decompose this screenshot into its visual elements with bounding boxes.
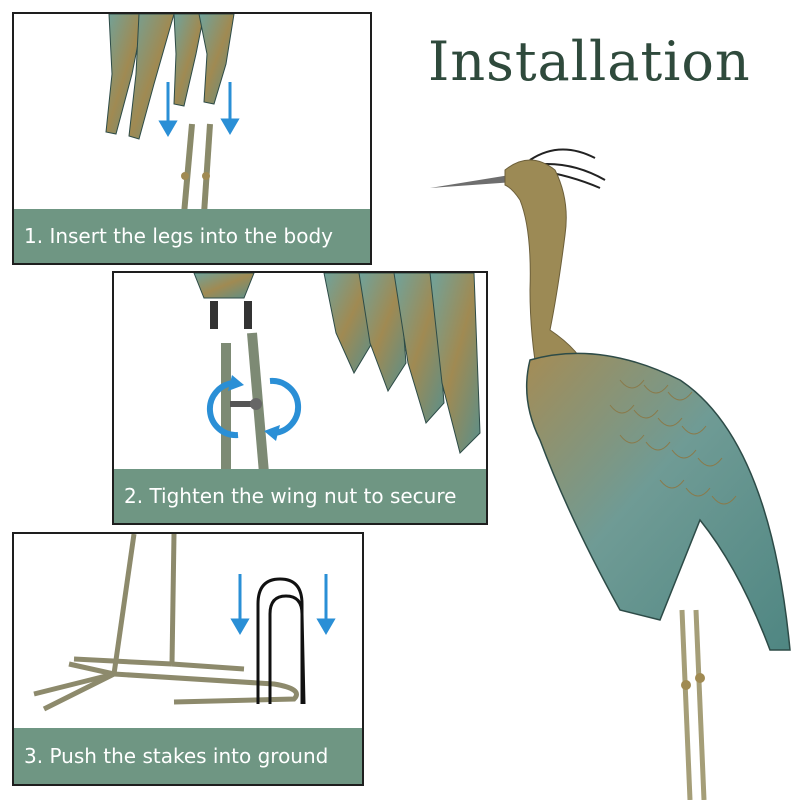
- leg-joint: [202, 172, 210, 180]
- ground-stake-icon: [256, 577, 306, 705]
- rotate-arrowheads: [228, 375, 280, 441]
- heron-statue-image: [430, 148, 791, 800]
- ground-stakes-illustration: [33, 534, 336, 712]
- wing-nut-illustration: [193, 273, 481, 473]
- leg-joint: [681, 680, 691, 690]
- heron-wing-feathers: [105, 14, 235, 140]
- leg-joint: [181, 172, 189, 180]
- heron-legs: [679, 609, 707, 800]
- step-2-caption: 2. Tighten the wing nut to secure: [114, 469, 486, 523]
- insert-legs-illustration: [105, 14, 240, 214]
- heron-wing-feathers: [193, 273, 481, 454]
- heron-body-wings: [525, 352, 791, 651]
- rotate-arrow-icon: [207, 377, 301, 439]
- legs: [181, 123, 213, 214]
- step-3-caption: 3. Push the stakes into ground: [14, 728, 362, 784]
- down-arrow-icon: [158, 82, 240, 137]
- feather-scales: [609, 379, 737, 505]
- leg-joint: [695, 673, 705, 683]
- step-2-panel: 2. Tighten the wing nut to secure: [112, 271, 488, 525]
- heron-beak: [430, 175, 515, 188]
- step-1-caption: 1. Insert the legs into the body: [14, 209, 370, 263]
- legs-and-feet: [33, 534, 299, 712]
- down-arrow-icon: [230, 574, 336, 635]
- page-title: Installation: [428, 30, 751, 93]
- leg-rods: [210, 301, 269, 473]
- step-3-panel: 3. Push the stakes into ground: [12, 532, 364, 786]
- step-1-panel: 1. Insert the legs into the body: [12, 12, 372, 265]
- wing-nut-icon: [230, 401, 260, 407]
